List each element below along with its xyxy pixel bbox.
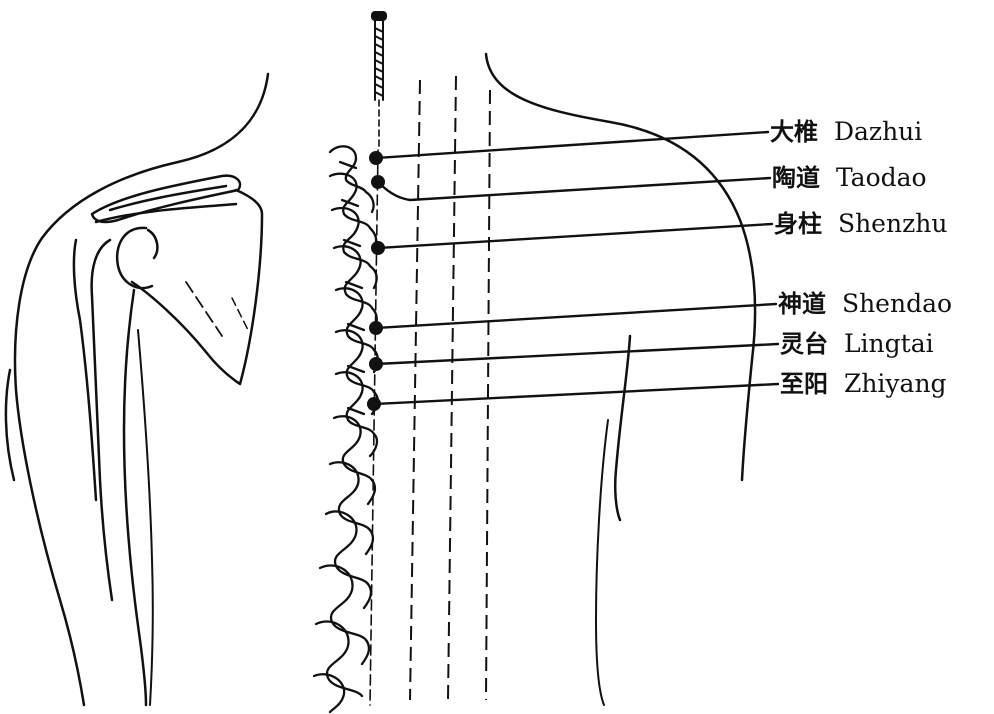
acupuncture-needle (372, 12, 386, 150)
label-dazhui-pinyin: Dazhui (834, 117, 922, 146)
acupoint-leaders (374, 132, 778, 404)
leader-line-shenzhu (378, 224, 772, 248)
shoulder-skeleton-illustration (6, 74, 268, 705)
acupoint-dot-dazhui (369, 151, 383, 165)
acupoint-dot-shendao (369, 321, 383, 335)
label-shenzhu-pinyin: Shenzhu (838, 209, 948, 238)
label-dazhui: 大椎 Dazhui (770, 117, 922, 146)
leader-line-shendao (376, 304, 776, 328)
label-shendao: 神道 Shendao (778, 289, 952, 318)
label-zhiyang: 至阳 Zhiyang (780, 369, 947, 398)
label-shenzhu-chinese: 身柱 (774, 210, 822, 238)
label-taodao-chinese: 陶道 (772, 164, 820, 192)
back-outline-illustration (486, 54, 755, 705)
label-dazhui-chinese: 大椎 (770, 118, 818, 146)
label-lingtai-pinyin: Lingtai (844, 329, 934, 358)
vertebral-column (314, 146, 378, 712)
acupoint-dot-zhiyang (367, 397, 381, 411)
acupoint-dot-lingtai (369, 357, 383, 371)
reference-lines (410, 76, 490, 700)
label-taodao-pinyin: Taodao (836, 163, 927, 192)
label-shenzhu: 身柱 Shenzhu (774, 209, 947, 238)
label-zhiyang-chinese: 至阳 (780, 370, 828, 398)
acupoint-dot-taodao (371, 175, 385, 189)
label-shendao-pinyin: Shendao (842, 289, 952, 318)
label-lingtai: 灵台 Lingtai (780, 329, 934, 358)
label-zhiyang-pinyin: Zhiyang (844, 369, 947, 398)
leader-line-dazhui (376, 132, 768, 158)
label-taodao: 陶道 Taodao (772, 163, 927, 192)
label-lingtai-chinese: 灵台 (780, 330, 828, 358)
label-shendao-chinese: 神道 (778, 290, 826, 318)
acupoint-dot-shenzhu (371, 241, 385, 255)
acupoint-labels: 大椎 Dazhui 陶道 Taodao 身柱 Shenzhu 神道 Shenda… (770, 117, 952, 398)
leader-line-taodao (378, 178, 770, 200)
leader-line-lingtai (376, 344, 778, 364)
leader-line-zhiyang (374, 384, 778, 404)
